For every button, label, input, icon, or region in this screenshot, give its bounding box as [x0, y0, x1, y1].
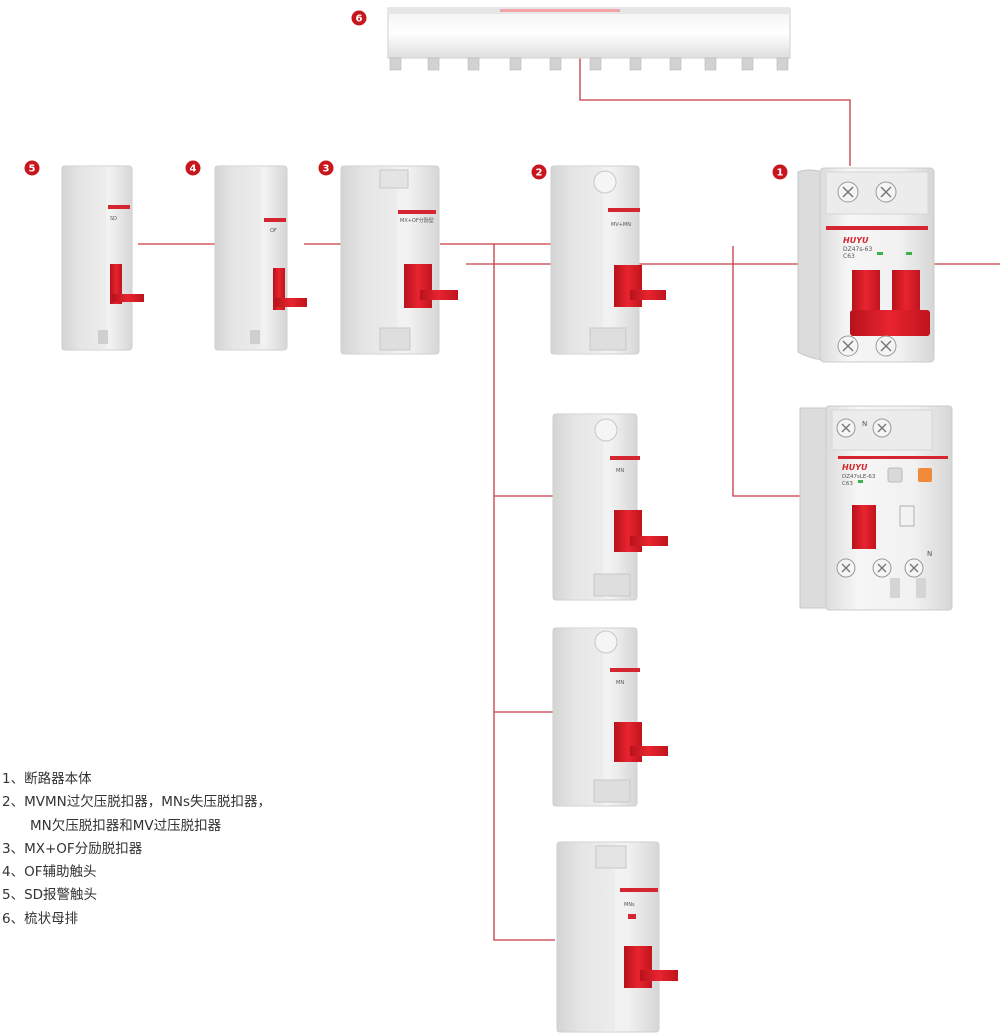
legend: 1、断路器本体 2、MVMN过欠压脱扣器，MNs失压脱扣器， MN欠压脱扣器和M… — [2, 768, 342, 931]
of-auxiliary-contact: OF — [214, 165, 307, 351]
svg-text:5: 5 — [29, 164, 36, 175]
number-badges: 1 2 3 4 5 6 — [24, 10, 788, 180]
mn2-label: MN — [616, 680, 624, 686]
badge-1: 1 — [772, 164, 788, 180]
legend-item-4: 4、OF辅助触头 — [2, 864, 97, 881]
breaker-model: DZ47s-63 — [843, 246, 872, 253]
mns-trip: MNs — [556, 841, 678, 1033]
connector-busbar-to-breaker — [579, 58, 851, 166]
svg-text:6: 6 — [356, 14, 363, 25]
badge-5: 5 — [24, 160, 40, 176]
svg-text:4: 4 — [190, 164, 197, 175]
badge-3: 3 — [318, 160, 334, 176]
of-label: OF — [270, 228, 277, 234]
rcbo-rating: C63 — [842, 481, 853, 487]
sd-alarm-contact: SD — [61, 165, 144, 351]
legend-item-3: 3、MX+OF分励脱扣器 — [2, 840, 143, 857]
rcbo-terminal-bottom: N — [927, 550, 932, 558]
mvmn-trip: MV+MN — [550, 165, 666, 355]
connector-vertical-trunk — [493, 244, 555, 941]
main-circuit-breaker: HUYU DZ47s-63 C63 — [797, 167, 935, 363]
breaker-brand: HUYU — [843, 236, 869, 245]
badge-2: 2 — [531, 164, 547, 180]
svg-text:3: 3 — [323, 164, 330, 175]
mns-label: MNs — [624, 902, 635, 908]
legend-item-5: 5、SD报警触头 — [2, 887, 98, 904]
badge-6: 6 — [351, 10, 367, 26]
legend-item-6: 6、梳状母排 — [2, 910, 79, 927]
mxof-label: MX+OF分励型 — [400, 217, 434, 224]
mx-of-shunt-trip: MX+OF分励型 — [340, 165, 458, 355]
legend-item-1: 1、断路器本体 — [2, 771, 92, 787]
rcbo-breaker: N HUYU DZ47sLE-63 C63 N — [799, 405, 953, 611]
mvmn-label: MV+MN — [611, 222, 631, 228]
svg-text:2: 2 — [536, 168, 543, 179]
svg-text:1: 1 — [777, 168, 784, 179]
breaker-rating: C63 — [843, 253, 855, 260]
rcbo-model: DZ47sLE-63 — [842, 474, 876, 480]
badge-4: 4 — [185, 160, 201, 176]
comb-busbar — [387, 7, 791, 71]
mn-trip-lower: MN — [552, 627, 668, 807]
rcbo-terminal-top: N — [862, 420, 867, 428]
sd-label: SD — [110, 216, 117, 222]
legend-item-2-cont: MN欠压脱扣器和MV过压脱扣器 — [30, 817, 222, 834]
mn-trip-upper: MN — [552, 413, 668, 601]
rcbo-brand: HUYU — [842, 463, 868, 472]
connector-to-rcbo — [732, 246, 802, 497]
mn1-label: MN — [616, 468, 624, 474]
legend-item-2: 2、MVMN过欠压脱扣器，MNs失压脱扣器， — [2, 794, 271, 811]
